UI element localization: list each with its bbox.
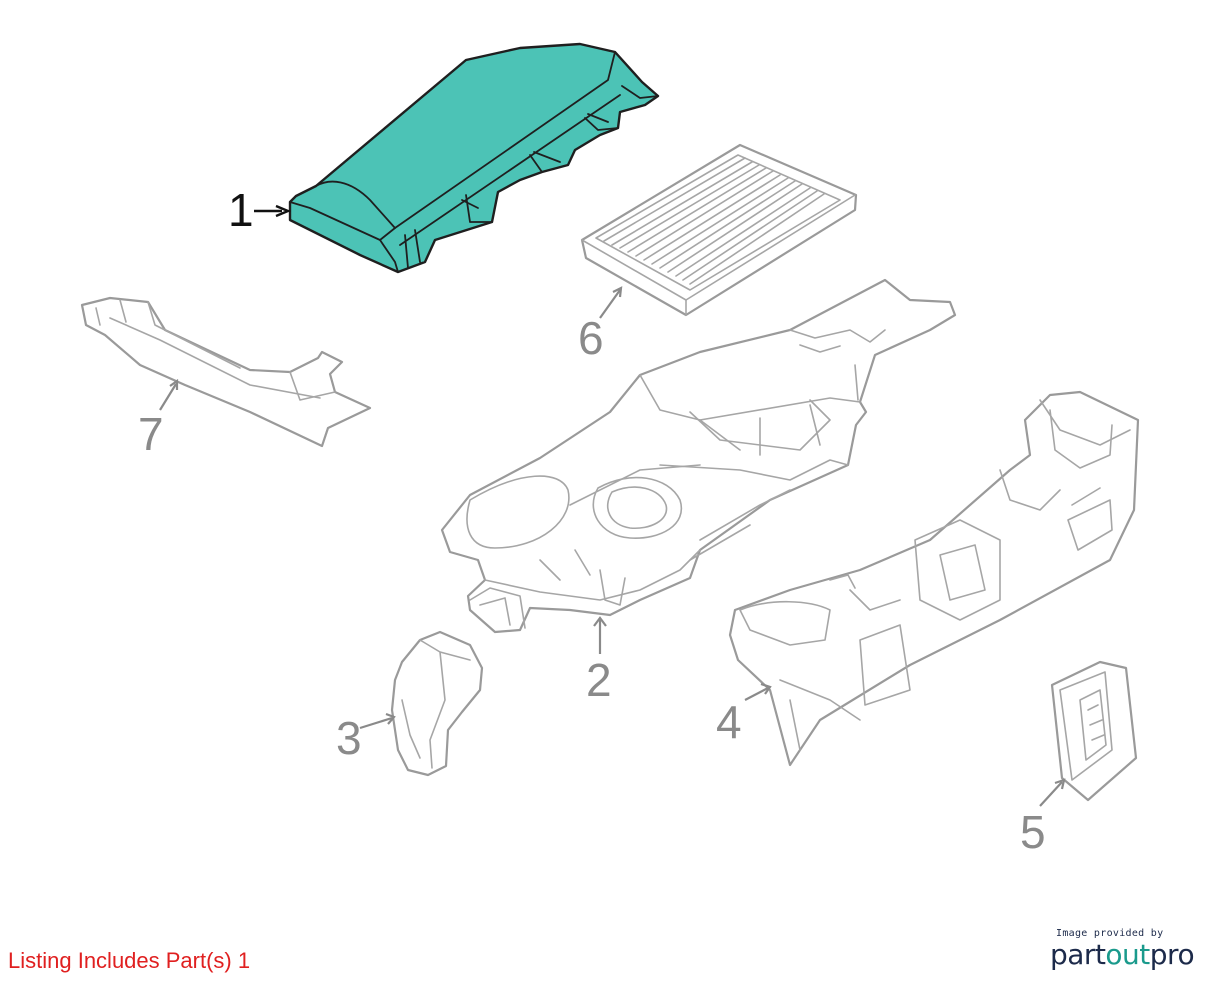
leader-3-arrow (385, 712, 396, 725)
callout-2[interactable]: 2 (586, 654, 612, 706)
leader-2-arrow (593, 616, 607, 627)
brand-caption: Image provided by (1056, 928, 1164, 939)
logo-part: part (1050, 938, 1106, 971)
leader-4-arrow (760, 682, 772, 695)
leader-7 (159, 383, 177, 411)
callout-4[interactable]: 4 (716, 696, 742, 748)
leader-1-arrow (275, 204, 292, 218)
leader-6-arrow (612, 286, 623, 298)
part-1-cover-highlighted[interactable] (288, 42, 660, 274)
listing-includes-text: Listing Includes Part(s) 1 (8, 948, 251, 973)
callout-1[interactable]: 1 (228, 184, 254, 236)
callout-7[interactable]: 7 (138, 408, 164, 460)
callout-3[interactable]: 3 (336, 712, 362, 764)
leader-3 (359, 716, 393, 730)
logo-pro: pro (1149, 938, 1195, 971)
part-4-distribution-duct[interactable] (728, 390, 1140, 767)
part-2-housing[interactable] (440, 278, 957, 634)
callout-5[interactable]: 5 (1020, 806, 1046, 858)
part-3-elbow-duct[interactable] (390, 630, 484, 777)
leader-5 (1039, 781, 1063, 807)
partoutpro-logo[interactable]: partoutpro (1050, 939, 1210, 971)
part-7-duct[interactable] (80, 296, 372, 448)
logo-out: out (1105, 938, 1150, 971)
leader-7-arrow (169, 378, 179, 390)
part-5-outlet[interactable] (1050, 660, 1138, 802)
callout-6[interactable]: 6 (578, 312, 604, 364)
brand-attribution: Image provided by partoutpro (1050, 928, 1210, 971)
part-6-filter[interactable] (580, 143, 858, 317)
leader-6 (599, 289, 621, 319)
leader-4 (744, 687, 769, 701)
leader-5-arrow (1054, 778, 1066, 790)
